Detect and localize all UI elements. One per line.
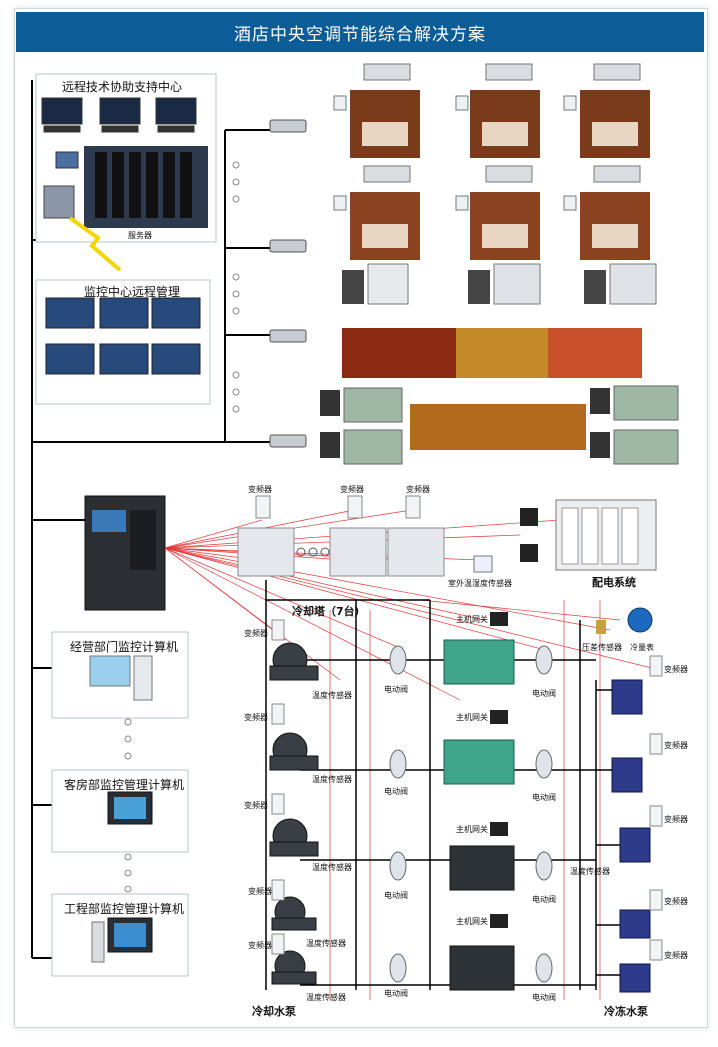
vfd-label: 变频器 — [248, 887, 272, 896]
host-gateway-label: 主机网关 — [456, 713, 488, 722]
vfd-label: 变频器 — [406, 485, 430, 494]
large-ahu-units — [320, 385, 679, 465]
outdoor-sensor-label: 室外温湿度传感器 — [448, 579, 512, 588]
dots-vertical — [124, 161, 240, 893]
guestroom-pc-label: 客房部监控管理计算机 — [64, 778, 185, 792]
vfd-label: 变频器 — [244, 629, 268, 638]
router-icons — [269, 119, 307, 448]
vfd-label: 变频器 — [244, 801, 268, 810]
temp-sensor-label: 温度传感器 — [570, 867, 610, 876]
host-gateway-label: 主机网关 — [456, 917, 488, 926]
department-pcs — [89, 655, 153, 963]
host-gateway-label: 主机网关 — [456, 825, 488, 834]
cooling-towers — [237, 527, 445, 577]
remote-monitors — [41, 97, 197, 133]
power-cabinets — [520, 499, 657, 571]
vfd-label: 变频器 — [340, 485, 364, 494]
remote-center-label: 远程技术协助支持中心 — [62, 80, 183, 94]
lobby-photo — [410, 404, 586, 450]
control-cabinet — [84, 495, 166, 611]
electric-valve-label: 电动阀 — [384, 891, 408, 900]
vfd-label: 变频器 — [244, 713, 268, 722]
server-label: 服务器 — [128, 231, 152, 240]
power-system-label: 配电系统 — [592, 576, 636, 589]
server-unit-icon — [43, 185, 75, 219]
bus-lines — [31, 80, 270, 959]
chilled-pump-label: 冷冻水泵 — [604, 1005, 648, 1018]
tower-vfds — [255, 495, 421, 519]
chilled-pumps — [611, 679, 651, 993]
electric-valves — [389, 645, 553, 983]
chillers — [443, 639, 515, 991]
monitor-wall — [45, 297, 201, 375]
temp-sensor-label: 温度传感器 — [312, 691, 352, 700]
electric-valve-label: 电动阀 — [532, 689, 556, 698]
vfd-label: 变频器 — [664, 741, 688, 750]
fan-coil-units — [363, 63, 641, 183]
electric-valve-label: 电动阀 — [532, 895, 556, 904]
hotel-rooms — [350, 90, 650, 260]
pump-vfds — [271, 619, 663, 961]
vfd-label: 变频器 — [248, 941, 272, 950]
room-thermostats — [333, 95, 577, 211]
signal-lines — [164, 509, 661, 1000]
temp-sensor-label: 温度传感器 — [312, 863, 352, 872]
temp-sensor-label: 温度传感器 — [312, 775, 352, 784]
pressure-sensor-icon — [596, 620, 606, 634]
monitor-center-label: 监控中心远程管理 — [84, 285, 181, 299]
flow-meter-icon — [627, 607, 653, 633]
electric-valve-label: 电动阀 — [384, 787, 408, 796]
electric-valve-label: 电动阀 — [532, 793, 556, 802]
outdoor-sensor-icon — [473, 555, 493, 573]
laptop-icon — [55, 151, 79, 169]
vfd-label: 变频器 — [664, 665, 688, 674]
pipes — [265, 580, 620, 990]
pressure-sensor-label: 压差传感器 — [582, 643, 622, 652]
vfd-label: 变频器 — [664, 951, 688, 960]
ahu-row — [342, 263, 657, 305]
electric-valve-label: 电动阀 — [384, 685, 408, 694]
temp-sensor-label: 温度传感器 — [306, 939, 346, 948]
host-gateway-label: 主机网关 — [456, 615, 488, 624]
cooling-tower-label: 冷却塔（7台） — [292, 605, 366, 618]
electric-valve-label: 电动阀 — [384, 989, 408, 998]
page-title: 酒店中央空调节能综合解决方案 — [16, 12, 704, 52]
engineering-pc-label: 工程部监控管理计算机 — [64, 902, 185, 916]
gateway-icons — [490, 612, 508, 928]
cooling-pumps — [269, 642, 319, 985]
wireless-link-icon — [68, 216, 122, 272]
cooling-pump-label: 冷却水泵 — [252, 1005, 296, 1018]
vfd-label: 变频器 — [664, 897, 688, 906]
electric-valve-label: 电动阀 — [532, 993, 556, 1002]
flow-meter-label: 冷量表 — [630, 643, 654, 652]
business-pc-label: 经营部门监控计算机 — [70, 640, 179, 654]
vfd-label: 变频器 — [248, 485, 272, 494]
vfd-label: 变频器 — [664, 815, 688, 824]
temp-sensor-label: 温度传感器 — [306, 993, 346, 1002]
